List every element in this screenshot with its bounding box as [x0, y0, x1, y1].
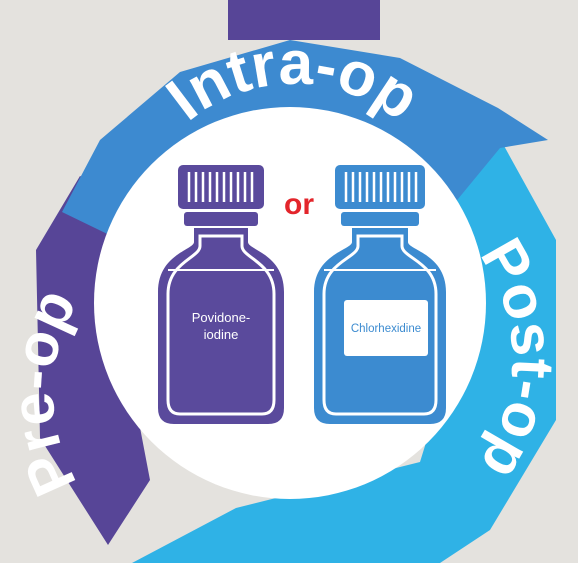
pre-op-segment: [36, 176, 150, 545]
povidone-label-line2: iodine: [204, 327, 239, 342]
blue-bottle-icon: Chlorhexidine: [314, 165, 446, 424]
povidone-label-line1: Povidone-: [192, 310, 251, 325]
or-connector: or: [284, 188, 314, 221]
purple-bottle-icon: Povidone- iodine: [158, 165, 284, 424]
top-tab: [228, 0, 380, 40]
chlorhexidine-label: Chlorhexidine: [351, 323, 421, 335]
